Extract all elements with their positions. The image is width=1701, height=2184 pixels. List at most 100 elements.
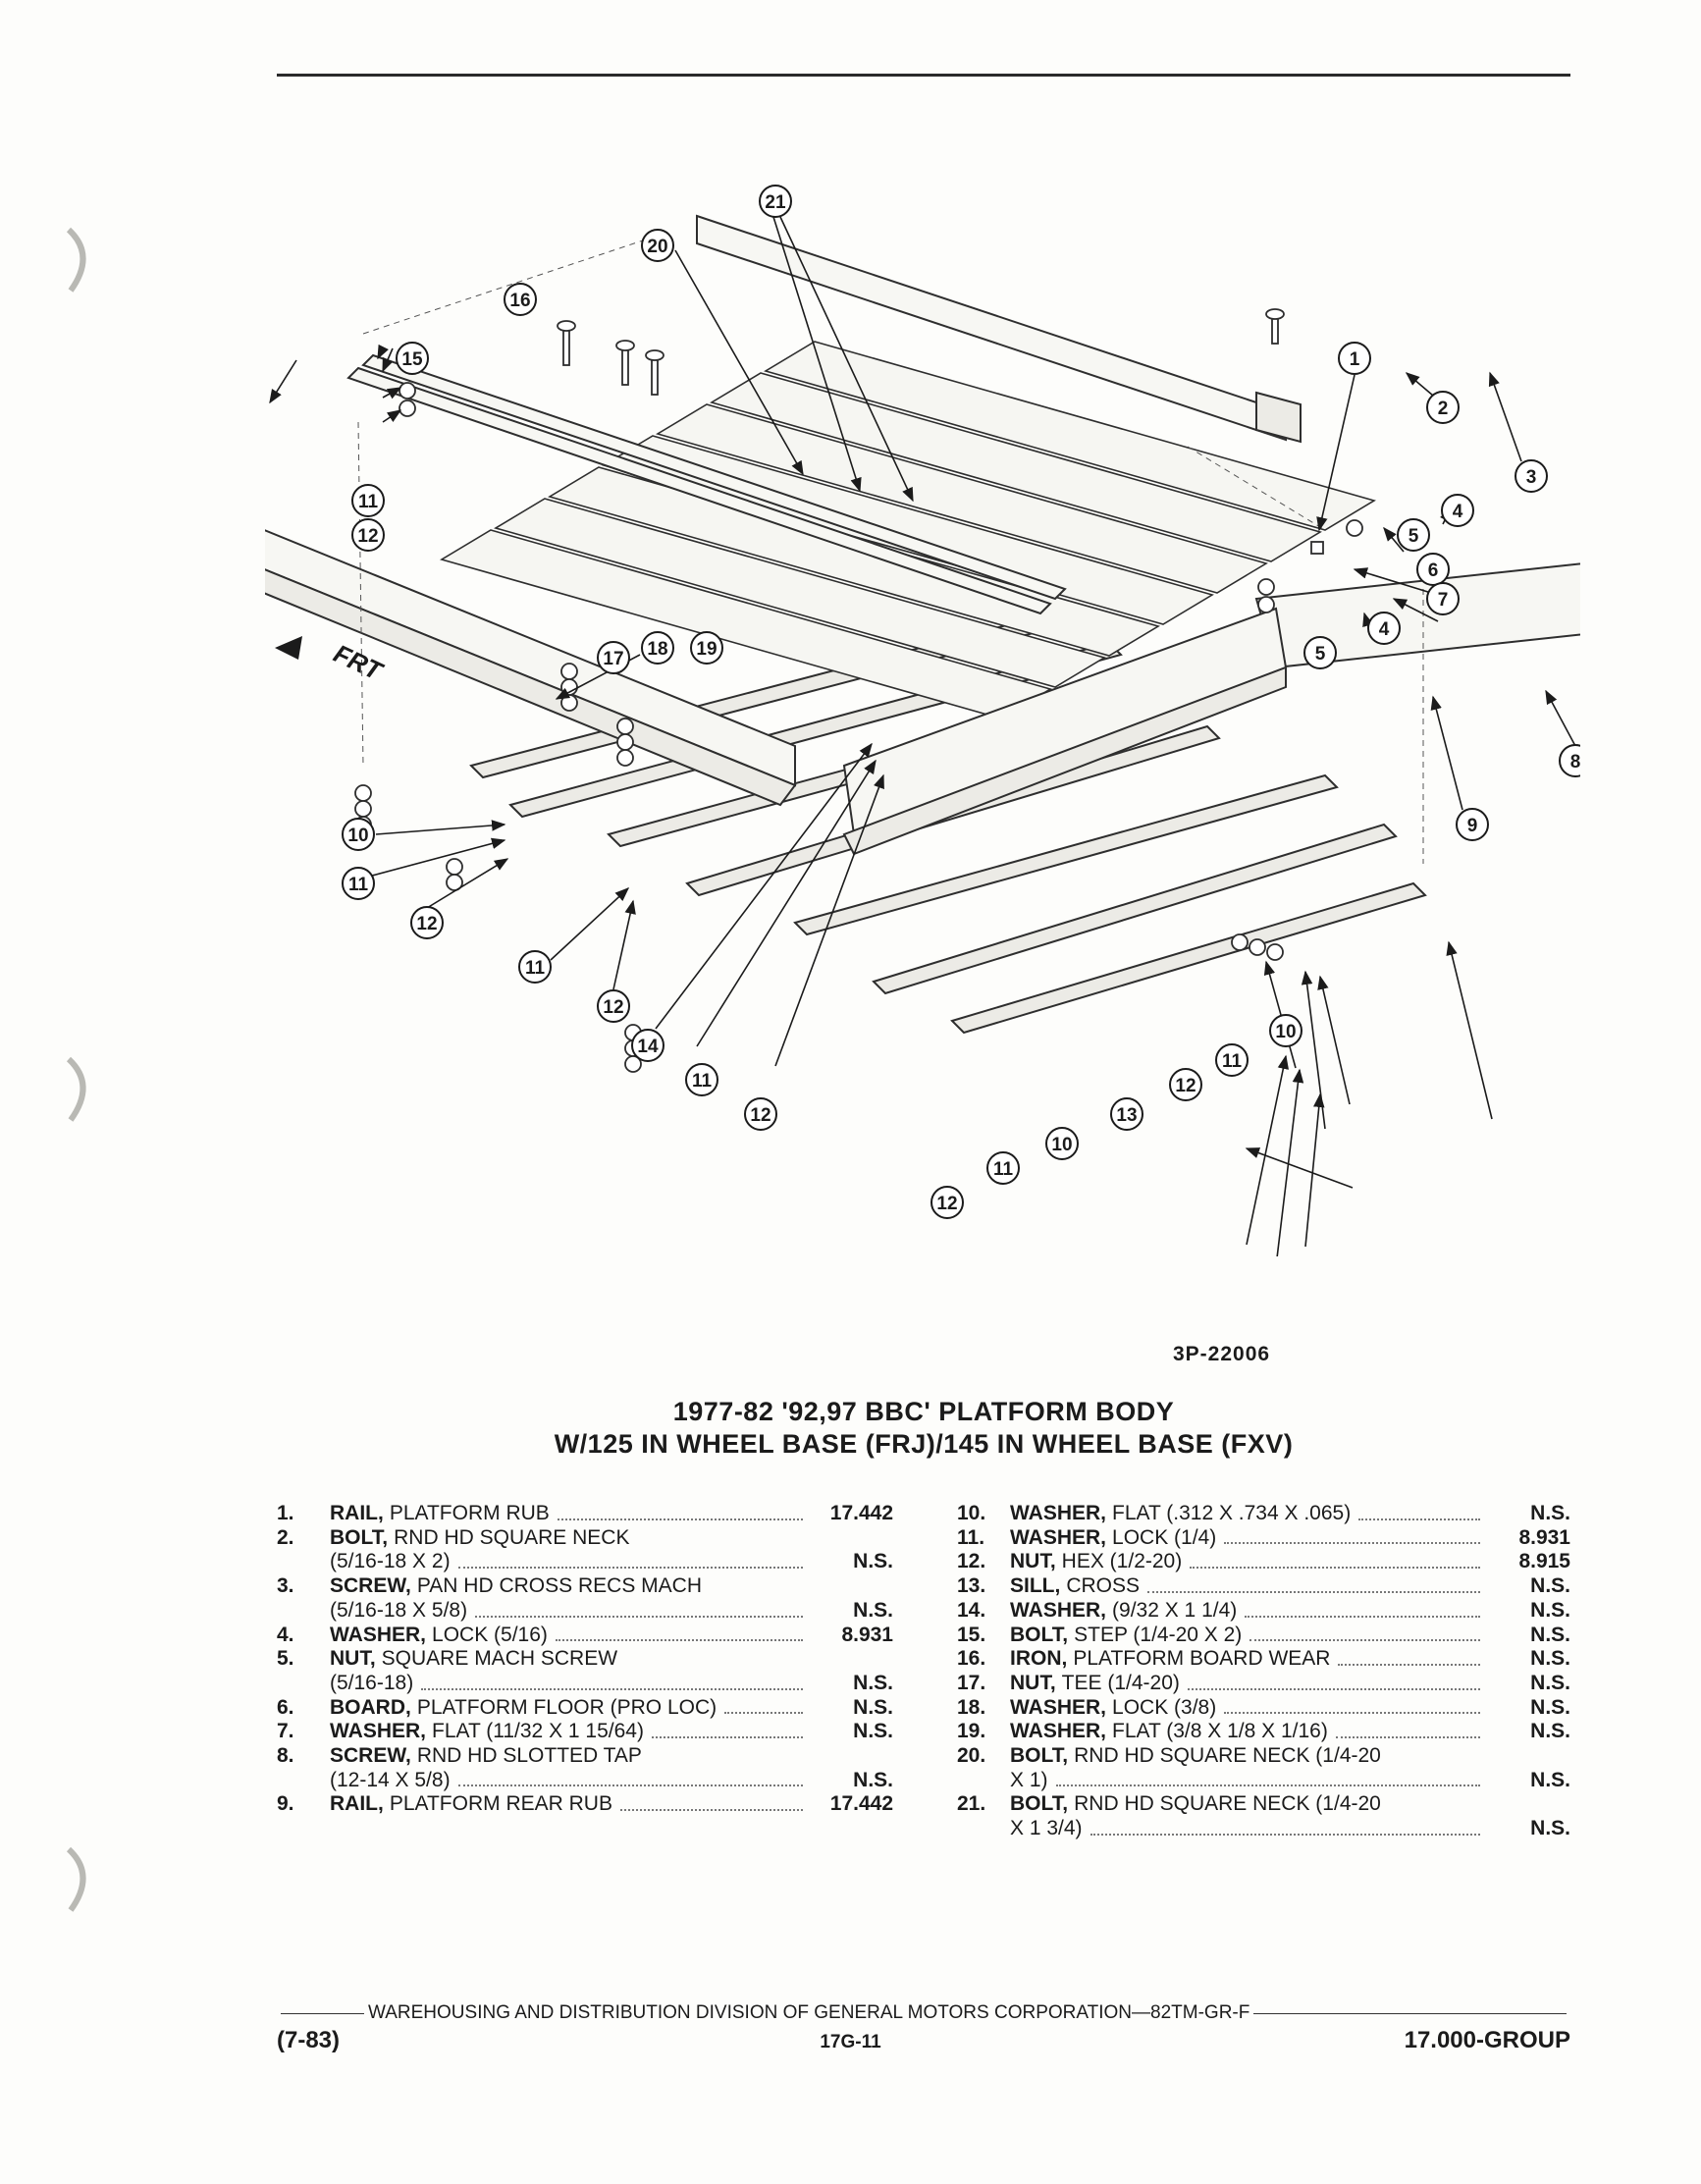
part-description-line: SILL,CROSS xyxy=(1010,1574,1486,1599)
callout-12-center: 12 xyxy=(744,1097,777,1131)
part-catalog-value: 8.931 xyxy=(841,1623,893,1646)
svg-text:21: 21 xyxy=(765,192,786,213)
part-description-line: NUT,SQUARE MACH SCREW xyxy=(330,1647,809,1672)
footer-page-number: 17G-11 xyxy=(820,2032,881,2052)
part-spec: RND HD SQUARE NECK xyxy=(394,1525,630,1549)
part-spec: STEP (1/4-20 X 2) xyxy=(1074,1623,1243,1646)
part-row: 17.NUT,TEE (1/4-20)N.S. xyxy=(957,1672,1570,1696)
callout-1-right: 1 xyxy=(1338,342,1371,375)
callout-11-mid: 11 xyxy=(518,950,552,984)
svg-text:12: 12 xyxy=(603,997,623,1018)
footer-date: (7-83) xyxy=(277,2027,341,2053)
part-description-line: (5/16-18) xyxy=(330,1672,809,1696)
part-catalog-value: N.S. xyxy=(1530,1695,1570,1719)
part-description-line: BOARD,PLATFORM FLOOR (PRO LOC) xyxy=(330,1696,809,1721)
part-name: NUT, xyxy=(1010,1550,1056,1573)
part-name: WASHER, xyxy=(1010,1720,1107,1743)
callout-13: 13 xyxy=(1110,1097,1143,1131)
svg-text:5: 5 xyxy=(1315,644,1326,665)
part-catalog-value: N.S. xyxy=(1530,1598,1570,1622)
svg-text:11: 11 xyxy=(993,1159,1014,1180)
part-spec: TEE (1/4-20) xyxy=(1061,1671,1180,1694)
part-description-line: BOLT,STEP (1/4-20 X 2) xyxy=(1010,1624,1486,1648)
part-description: SILL,CROSS xyxy=(1010,1574,1486,1599)
part-description-line: WASHER,FLAT (11/32 X 1 15/64) xyxy=(330,1720,809,1744)
part-description-line: WASHER,LOCK (1/4) xyxy=(1010,1526,1486,1551)
part-description: BOARD,PLATFORM FLOOR (PRO LOC) xyxy=(330,1696,809,1721)
part-name: SCREW, xyxy=(330,1744,411,1768)
callout-21: 21 xyxy=(759,185,792,218)
binder-hole-mark xyxy=(66,1846,86,1912)
exploded-view-diagram: FRT xyxy=(265,185,1580,1256)
part-spec: LOCK (5/16) xyxy=(432,1623,548,1646)
parts-list-right: 10.WASHER,FLAT (.312 X .734 X .065)N.S. 1… xyxy=(957,1502,1570,1841)
part-spec: PLATFORM REAR RUB xyxy=(389,1792,612,1816)
hardware xyxy=(354,308,1363,1073)
part-spec: PLATFORM RUB xyxy=(389,1502,550,1524)
floor-boards xyxy=(440,341,1376,719)
part-description: WASHER,LOCK (1/4) xyxy=(1010,1526,1486,1551)
part-spec: RND HD SQUARE NECK (1/4-20 xyxy=(1074,1792,1381,1816)
wear-irons xyxy=(346,353,1067,615)
part-description-line: X 1 3/4) xyxy=(1010,1817,1486,1841)
callout-11-left: 11 xyxy=(342,867,375,900)
part-description-line: RAIL,PLATFORM RUB xyxy=(330,1502,809,1526)
callout-markers: 1 15 16 20 21 1 2 3 11 12 4 5 6 7 4 5 8 … xyxy=(342,185,1580,1219)
part-catalog-value: N.S. xyxy=(1530,1574,1570,1598)
part-description-line: WASHER,(9/32 X 1 1/4) xyxy=(1010,1599,1486,1624)
part-number: 7. xyxy=(277,1720,294,1743)
part-description-line: BOLT,RND HD SQUARE NECK xyxy=(330,1526,809,1551)
svg-text:10: 10 xyxy=(1275,1022,1296,1042)
svg-text:12: 12 xyxy=(1175,1076,1196,1096)
part-number: 3. xyxy=(277,1574,294,1598)
svg-text:11: 11 xyxy=(358,492,379,512)
svg-text:4: 4 xyxy=(1453,502,1463,522)
platform-rub-rails xyxy=(265,214,1302,807)
part-row: 11.WASHER,LOCK (1/4)8.931 xyxy=(957,1526,1570,1551)
part-description: SCREW,PAN HD CROSS RECS MACH(5/16-18 X 5… xyxy=(330,1574,809,1623)
svg-text:2: 2 xyxy=(1438,399,1449,419)
part-name: BOLT, xyxy=(330,1525,389,1549)
part-number: 9. xyxy=(277,1792,294,1816)
part-description-line: RAIL,PLATFORM REAR RUB xyxy=(330,1792,809,1817)
leader-dots xyxy=(651,1736,803,1739)
footer-rule-right xyxy=(1253,2012,1567,2014)
part-number: 6. xyxy=(277,1695,294,1719)
part-row: 12.NUT,HEX (1/2-20)8.915 xyxy=(957,1550,1570,1574)
part-spec: FLAT (3/8 X 1/8 X 1/16) xyxy=(1112,1720,1328,1743)
svg-text:7: 7 xyxy=(1438,590,1449,611)
part-description-line: NUT,HEX (1/2-20) xyxy=(1010,1550,1486,1574)
callout-19: 19 xyxy=(690,631,723,665)
svg-text:10: 10 xyxy=(1051,1135,1072,1155)
part-description: SCREW,RND HD SLOTTED TAP(12-14 X 5/8) xyxy=(330,1744,809,1792)
callout-11-right: 11 xyxy=(1215,1043,1249,1077)
part-row: 10.WASHER,FLAT (.312 X .734 X .065)N.S. xyxy=(957,1502,1570,1526)
callout-15: 15 xyxy=(396,342,429,375)
part-name: SCREW, xyxy=(330,1574,411,1598)
part-catalog-value: 8.931 xyxy=(1518,1525,1570,1549)
part-description-line: SCREW,PAN HD CROSS RECS MACH xyxy=(330,1574,809,1599)
leader-dots xyxy=(1187,1687,1480,1690)
part-description-line: WASHER,FLAT (3/8 X 1/8 X 1/16) xyxy=(1010,1720,1486,1744)
part-catalog-value: N.S. xyxy=(853,1720,893,1743)
callout-18: 18 xyxy=(641,631,674,665)
part-name: NUT, xyxy=(330,1647,376,1671)
svg-text:11: 11 xyxy=(1222,1051,1243,1072)
part-name: BOLT, xyxy=(1010,1792,1069,1816)
part-description-line: (5/16-18 X 2) xyxy=(330,1550,809,1574)
part-spec: RND HD SLOTTED TAP xyxy=(416,1744,642,1768)
part-number: 4. xyxy=(277,1623,294,1646)
leader-dots xyxy=(555,1639,803,1642)
svg-text:11: 11 xyxy=(692,1071,713,1092)
svg-text:10: 10 xyxy=(347,826,368,846)
leader-dots xyxy=(475,1615,803,1618)
leader-dots xyxy=(457,1784,803,1787)
svg-text:1: 1 xyxy=(1350,349,1360,370)
part-description: WASHER,LOCK (5/16) xyxy=(330,1624,809,1648)
callout-17: 17 xyxy=(597,641,630,674)
part-description: BOLT,STEP (1/4-20 X 2) xyxy=(1010,1624,1486,1648)
leader-dots xyxy=(1335,1736,1480,1739)
